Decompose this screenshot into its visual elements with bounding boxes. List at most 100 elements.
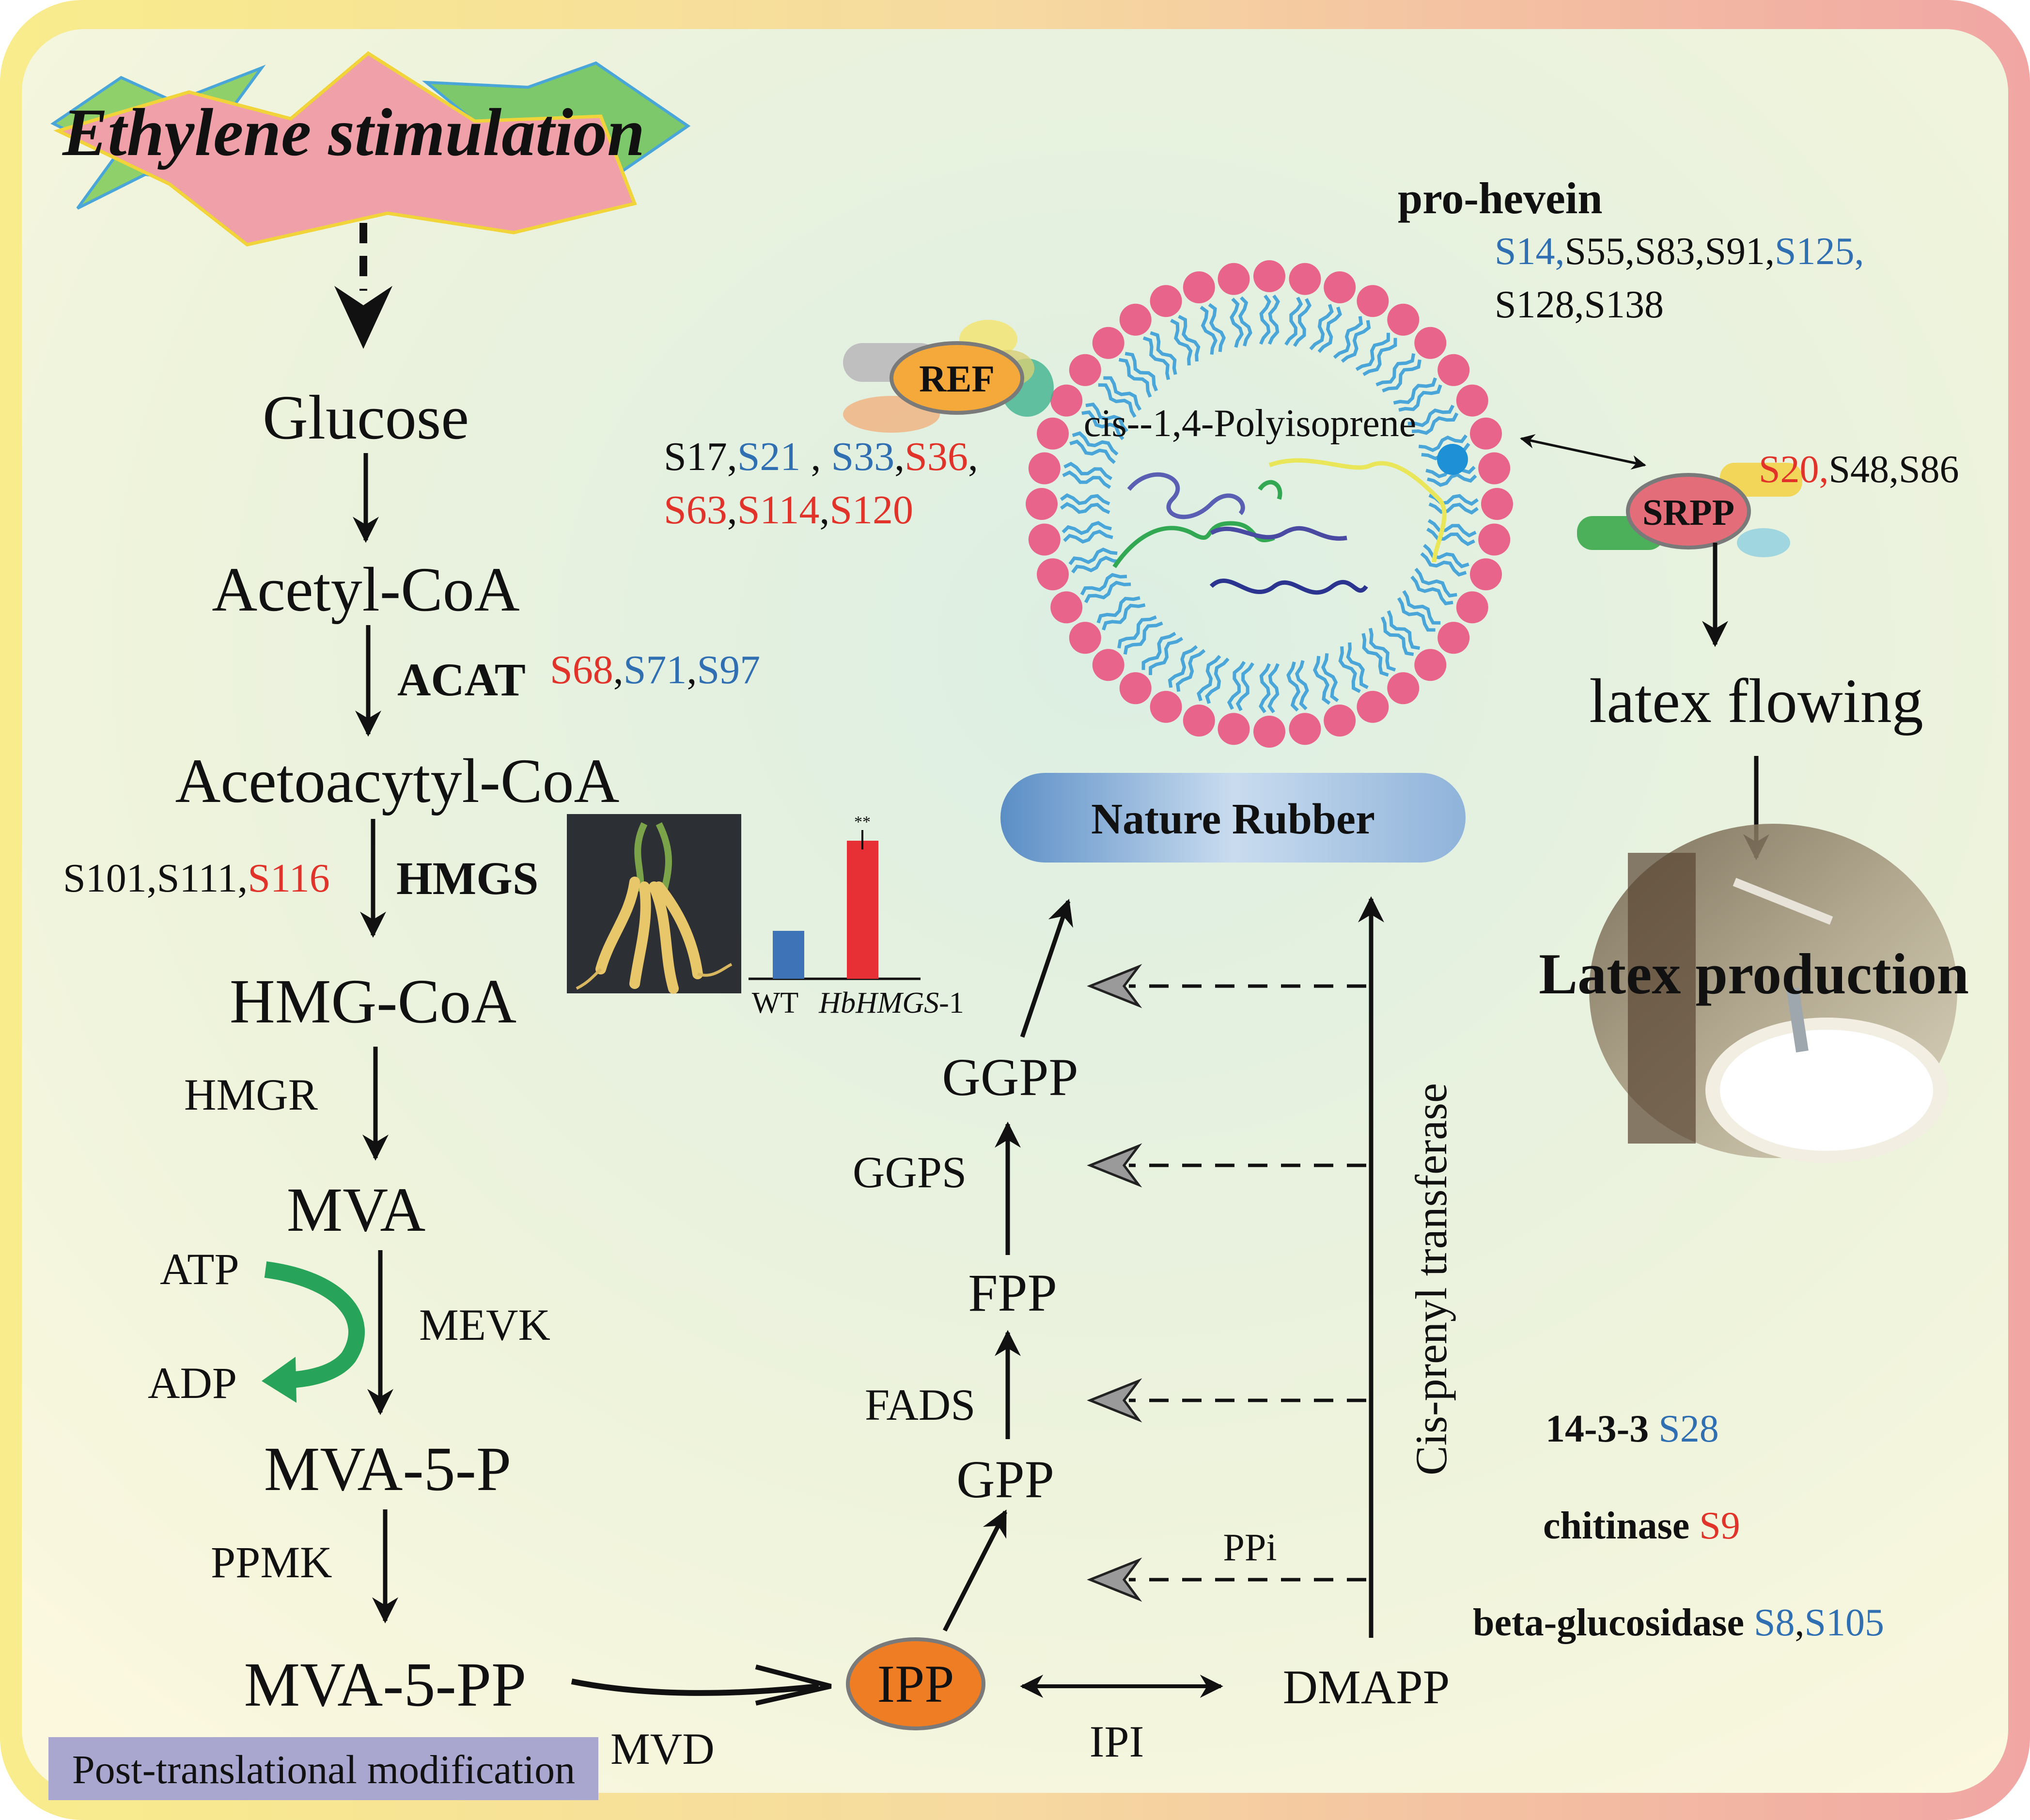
- lipid-head: [1437, 622, 1470, 654]
- latex-tapping-photo: [1589, 824, 1957, 1163]
- lipid-head: [1324, 271, 1356, 303]
- site-token: S116: [248, 856, 330, 901]
- significance-mark: **: [854, 813, 871, 831]
- lipid-head: [1028, 452, 1061, 485]
- ppi-label: PPi: [1223, 1526, 1277, 1569]
- nature-rubber: Nature Rubber: [1091, 795, 1375, 843]
- lipid-head: [1289, 263, 1321, 295]
- site-token: ,: [613, 647, 624, 692]
- acetyl-coa: Acetyl-CoA: [212, 555, 519, 625]
- inset-bar-chart: ** WT HbHMGS-1: [749, 813, 964, 1020]
- ref-sites-line1: S17,S21 , S33,S36,: [664, 434, 978, 479]
- latex-production: Latex production: [1539, 941, 1969, 1006]
- site-token: ,: [687, 647, 697, 692]
- root-photo: [567, 814, 741, 994]
- site-token: S14,: [1495, 230, 1565, 273]
- site-token: S17,: [664, 434, 737, 479]
- arrow-ipp-gpp: [942, 1509, 1008, 1632]
- ethylene-arrowhead: [334, 286, 392, 349]
- lipid-head: [1050, 591, 1083, 624]
- site-token: S33: [831, 434, 894, 479]
- hmg-coa: HMG-CoA: [230, 967, 516, 1036]
- membrane-anchor-dot: [1437, 444, 1468, 475]
- ref-sites-line2: S63,S114,S120: [664, 487, 913, 533]
- lipid-head: [1478, 523, 1511, 556]
- pro-hevein-label: pro-hevein: [1398, 173, 1603, 223]
- protein-name: beta-glucosidase: [1473, 1601, 1744, 1644]
- glucose: Glucose: [263, 383, 469, 453]
- lipid-head: [1119, 303, 1152, 336]
- site-token: S68: [550, 647, 613, 692]
- bar-wt: [773, 931, 804, 979]
- bar-hbhmgs: [847, 841, 878, 979]
- lipid-head: [1456, 384, 1488, 417]
- ppmk-enzyme: PPMK: [211, 1538, 332, 1587]
- lipid-head: [1414, 327, 1447, 359]
- fads-enzyme: FADS: [865, 1380, 975, 1429]
- pro-hevein-sites-line2: S128,S138: [1495, 283, 1664, 326]
- lipid-head: [1092, 649, 1124, 681]
- srpp-protein: [1577, 463, 1802, 557]
- site-token: ,: [1795, 1601, 1805, 1644]
- site-token: S9: [1699, 1505, 1740, 1547]
- adp: ADP: [148, 1358, 237, 1408]
- fpp: FPP: [968, 1263, 1057, 1322]
- polyisoprene-chains: [1112, 458, 1447, 595]
- atp-adp-arrowhead: [262, 1357, 297, 1403]
- polyisoprene-label: cis--1,4-Polyisoprene: [1084, 402, 1417, 445]
- site-token: S20,: [1759, 448, 1829, 491]
- srpp-sites: S20,S48,S86: [1759, 448, 1959, 491]
- arrow-mva5pp-ipp-head: [755, 1664, 832, 1706]
- acat-sites: S68,S71,S97: [550, 647, 760, 692]
- lipid-head: [1028, 523, 1061, 556]
- site-token: S105: [1805, 1601, 1885, 1644]
- site-token: S101,S111,: [63, 856, 248, 901]
- arrow-mva5pp-ipp: [571, 1679, 819, 1696]
- site-token: S120: [829, 487, 913, 533]
- arrow-ggpp-rubber: [1020, 898, 1073, 1038]
- mva-5-pp: MVA-5-PP: [244, 1650, 527, 1720]
- protein-chitinase: chitinase S9: [1543, 1505, 1740, 1547]
- site-token: S28: [1658, 1408, 1719, 1450]
- label-hbhmgs: HbHMGS-1: [818, 987, 964, 1020]
- site-token: S48,S86: [1829, 448, 1959, 491]
- ggpp: GGPP: [942, 1048, 1078, 1107]
- site-token: S71: [624, 647, 687, 692]
- lipid-head: [1414, 649, 1447, 681]
- ipp-ellipse: [846, 1637, 985, 1730]
- lipid-head: [1470, 417, 1502, 450]
- lipid-head: [1470, 558, 1502, 591]
- protein-name: 14-3-3: [1546, 1408, 1649, 1450]
- acat-enzyme: ACAT: [397, 654, 526, 706]
- site-token: S55,S83,S91,: [1565, 230, 1775, 273]
- site-token: S128,S138: [1495, 283, 1664, 326]
- site-token: ,: [800, 434, 831, 479]
- inner-panel: [22, 29, 2008, 1793]
- mva-5-p: MVA-5-P: [264, 1434, 511, 1504]
- lipid-head: [1150, 690, 1182, 723]
- ipp: IPP: [877, 1654, 954, 1713]
- hmgs-sites: S101,S111,S116: [63, 856, 330, 901]
- lipid-head: [1289, 713, 1321, 745]
- site-token: S114: [737, 487, 820, 533]
- protein-14-3-3: 14-3-3 S28: [1546, 1408, 1719, 1450]
- srpp-double-arrow: [1520, 434, 1646, 470]
- pro-hevein-sites-line1: S14,S55,S83,S91,S125,: [1495, 230, 1864, 273]
- lipid-head: [1387, 303, 1420, 336]
- lipid-head: [1218, 263, 1250, 295]
- site-token: S97: [697, 647, 760, 692]
- mva: MVA: [287, 1175, 426, 1245]
- lipid-head: [1069, 354, 1101, 386]
- nature-rubber-box: [1000, 773, 1466, 863]
- site-token: S125,: [1775, 230, 1864, 273]
- site-token: ,: [894, 434, 905, 479]
- lipid-head: [1357, 285, 1389, 317]
- dashed-feed-arrows: [1129, 984, 1366, 1582]
- lipid-head: [1069, 622, 1101, 654]
- site-token: S8: [1754, 1601, 1795, 1644]
- lipid-head: [1253, 716, 1285, 748]
- lipid-head: [1026, 488, 1058, 520]
- site-token: ,: [819, 487, 829, 533]
- mevk-enzyme: MEVK: [419, 1300, 550, 1349]
